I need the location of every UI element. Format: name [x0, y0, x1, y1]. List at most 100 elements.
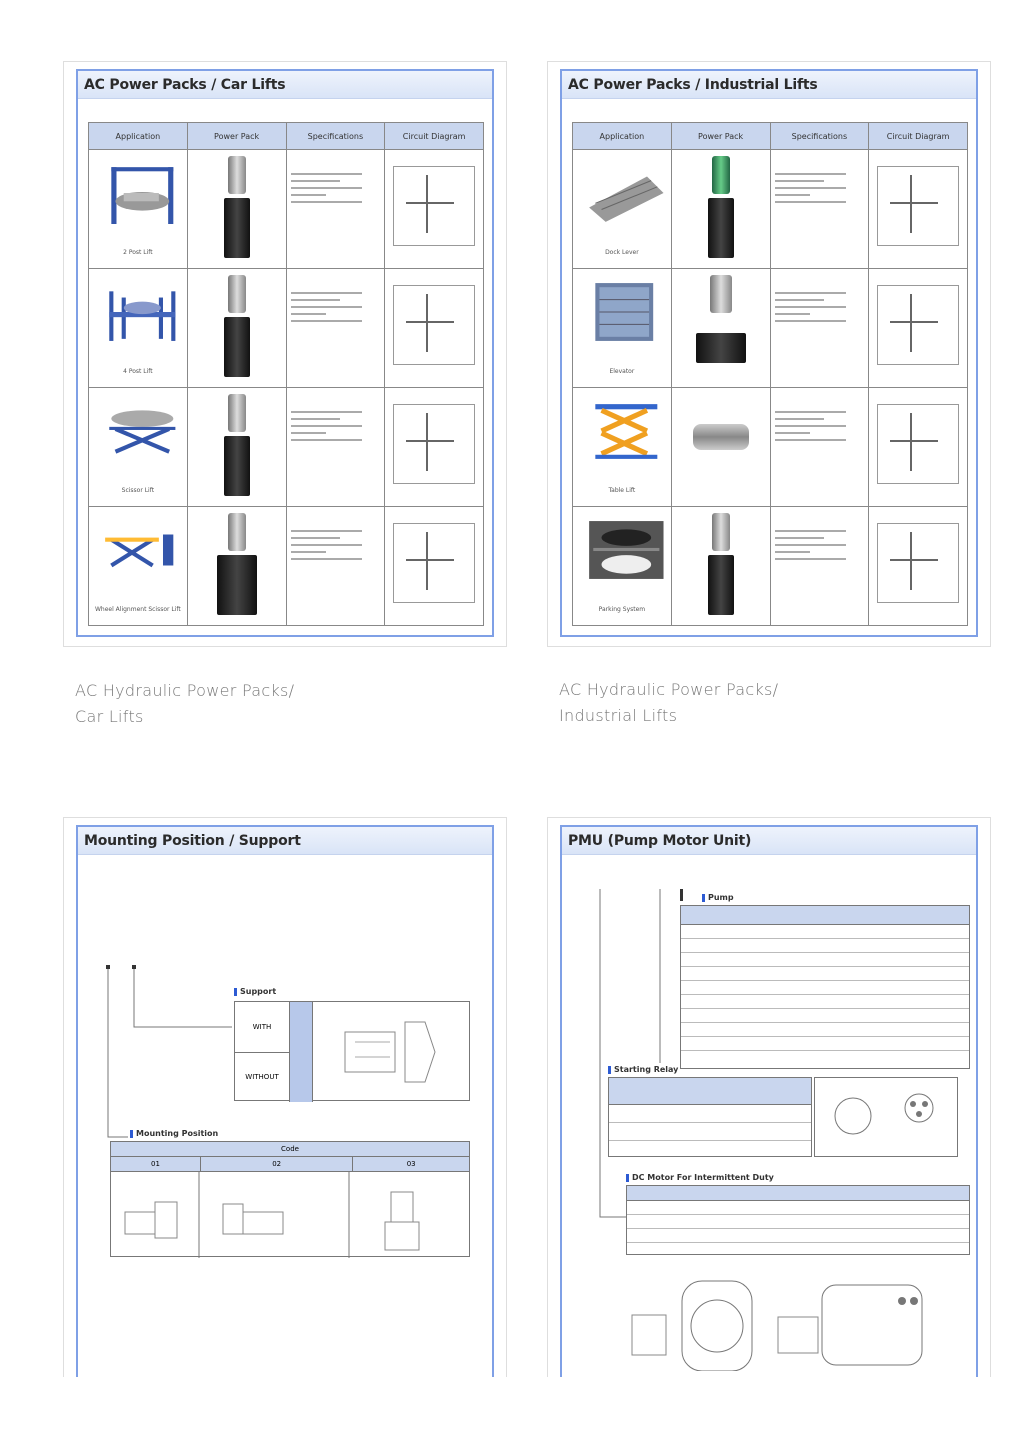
mounting-table: Code 01 02 03: [110, 1141, 470, 1258]
col-power-pack: Power Pack: [672, 123, 771, 149]
catalog-card-industrial-lifts[interactable]: AC Power Packs / Industrial Lifts Applic…: [547, 61, 991, 647]
mounting-position-label: Mounting Position: [130, 1129, 218, 1138]
caption-line: Car Lifts: [75, 707, 144, 726]
power-pack-image: [695, 275, 746, 379]
circuit-diagram: [877, 166, 959, 246]
code-column: [290, 1002, 313, 1102]
mounting-header: Code: [111, 1142, 469, 1157]
power-pack-image: [223, 275, 250, 379]
mounting-drawings: [124, 1172, 420, 1258]
col-power-pack: Power Pack: [188, 123, 287, 149]
dock-lever-image: [589, 176, 664, 222]
power-pack-image: [223, 394, 250, 498]
sheet-title: Mounting Position / Support: [78, 827, 492, 855]
power-pack-image: [707, 513, 734, 617]
support-table: WITH WITHOUT: [234, 1001, 470, 1102]
catalog-card-mounting-support[interactable]: Mounting Position / Support Support WITH…: [63, 817, 507, 1377]
mounting-code: 02: [201, 1157, 354, 1171]
sheet-title: AC Power Packs / Industrial Lifts: [562, 71, 976, 99]
support-with-cell: WITH: [235, 1002, 290, 1053]
catalog-card-pmu[interactable]: PMU (Pump Motor Unit) Pump Starting Rela…: [547, 817, 991, 1377]
support-label: Support: [234, 987, 276, 996]
scissor-lift-image: [109, 410, 176, 454]
card-caption-industrial-lifts[interactable]: AC Hydraulic Power Packs/ Industrial Lif…: [559, 677, 859, 729]
bullet-icon: [702, 893, 705, 902]
spec-table: Application Power Pack Specifications Ci…: [88, 122, 484, 626]
spec-text: [290, 406, 381, 446]
col-circuit-diagram: Circuit Diagram: [402, 131, 466, 141]
parking-system-image: [589, 521, 664, 579]
table-row: Scissor Lift: [89, 388, 483, 507]
spec-text: [774, 168, 865, 208]
table-row: 4 Post Lift: [89, 269, 483, 388]
support-without-cell: WITHOUT: [235, 1052, 290, 1102]
spec-text: [290, 168, 381, 208]
spec-text: [290, 287, 381, 327]
col-specifications: Specifications: [287, 123, 386, 149]
spec-text: [774, 406, 865, 446]
pump-label: Pump: [702, 893, 734, 902]
col-circuit-diagram: Circuit Diagram: [886, 131, 950, 141]
table-lift-image: [595, 404, 658, 459]
four-post-lift-image: [109, 291, 176, 341]
application-label: Dock Lever: [605, 249, 639, 256]
mounting-code: 03: [406, 1160, 416, 1168]
col-application: Application: [573, 123, 672, 149]
catalog-sheet: AC Power Packs / Industrial Lifts Applic…: [560, 69, 978, 637]
caption-line: AC Hydraulic Power Packs/: [559, 680, 779, 699]
mounting-code: 01: [111, 1157, 201, 1171]
table-row: Dock Lever: [573, 150, 967, 269]
sheet-title: PMU (Pump Motor Unit): [562, 827, 976, 855]
catalog-sheet: Mounting Position / Support Support WITH…: [76, 825, 494, 1377]
elevator-image: [595, 283, 654, 341]
caption-line: Industrial Lifts: [559, 706, 678, 725]
bullet-icon: [234, 987, 237, 996]
pmu-drawing: [631, 1280, 923, 1371]
power-pack-image: [216, 513, 257, 617]
caption-line: AC Hydraulic Power Packs/: [75, 681, 295, 700]
application-label: Elevator: [609, 368, 635, 375]
bullet-icon: [626, 1173, 629, 1182]
catalog-sheet: PMU (Pump Motor Unit) Pump Starting Rela…: [560, 825, 978, 1377]
spec-text: [774, 287, 865, 327]
spec-text: [774, 525, 865, 565]
col-application: Application: [89, 123, 188, 149]
bullet-icon: [130, 1129, 133, 1138]
circuit-diagram: [393, 523, 475, 603]
circuit-diagram: [877, 285, 959, 365]
circuit-diagram: [877, 404, 959, 484]
alignment-scissor-lift-image: [105, 534, 174, 568]
connector-lines: [106, 965, 232, 1138]
application-label: Table Lift: [608, 487, 636, 494]
power-pack-image: [692, 424, 749, 454]
circuit-diagram: [393, 285, 475, 365]
table-row: 2 Post Lift: [89, 150, 483, 269]
pump-table: [680, 905, 970, 1069]
col-specifications: Specifications: [771, 123, 870, 149]
relay-table: [608, 1077, 812, 1157]
relay-drawing: [814, 1077, 958, 1157]
application-label: 2 Post Lift: [123, 249, 153, 256]
spec-table: Application Power Pack Specifications Ci…: [572, 122, 968, 626]
circuit-diagram: [393, 404, 475, 484]
application-label: Scissor Lift: [121, 487, 155, 494]
catalog-card-car-lifts[interactable]: AC Power Packs / Car Lifts Application P…: [63, 61, 507, 647]
table-row: Wheel Alignment Scissor Lift: [89, 507, 483, 625]
table-row: Table Lift: [573, 388, 967, 507]
spec-text: [290, 525, 381, 565]
application-label: Wheel Alignment Scissor Lift: [94, 606, 181, 613]
bullet-icon: [608, 1065, 611, 1074]
dc-motor-label: DC Motor For Intermittent Duty: [626, 1173, 774, 1182]
application-label: Parking System: [598, 606, 646, 613]
sheet-title: AC Power Packs / Car Lifts: [78, 71, 492, 99]
motor-table: [626, 1185, 970, 1255]
power-pack-image: [707, 156, 734, 260]
connector-lines: [599, 889, 683, 1218]
catalog-sheet: AC Power Packs / Car Lifts Application P…: [76, 69, 494, 637]
application-label: 4 Post Lift: [123, 368, 153, 375]
circuit-diagram: [393, 166, 475, 246]
starting-relay-label: Starting Relay: [608, 1065, 678, 1074]
table-row: Elevator: [573, 269, 967, 388]
card-caption-car-lifts[interactable]: AC Hydraulic Power Packs/ Car Lifts: [75, 678, 375, 730]
bracket-drawing: [344, 1021, 436, 1083]
